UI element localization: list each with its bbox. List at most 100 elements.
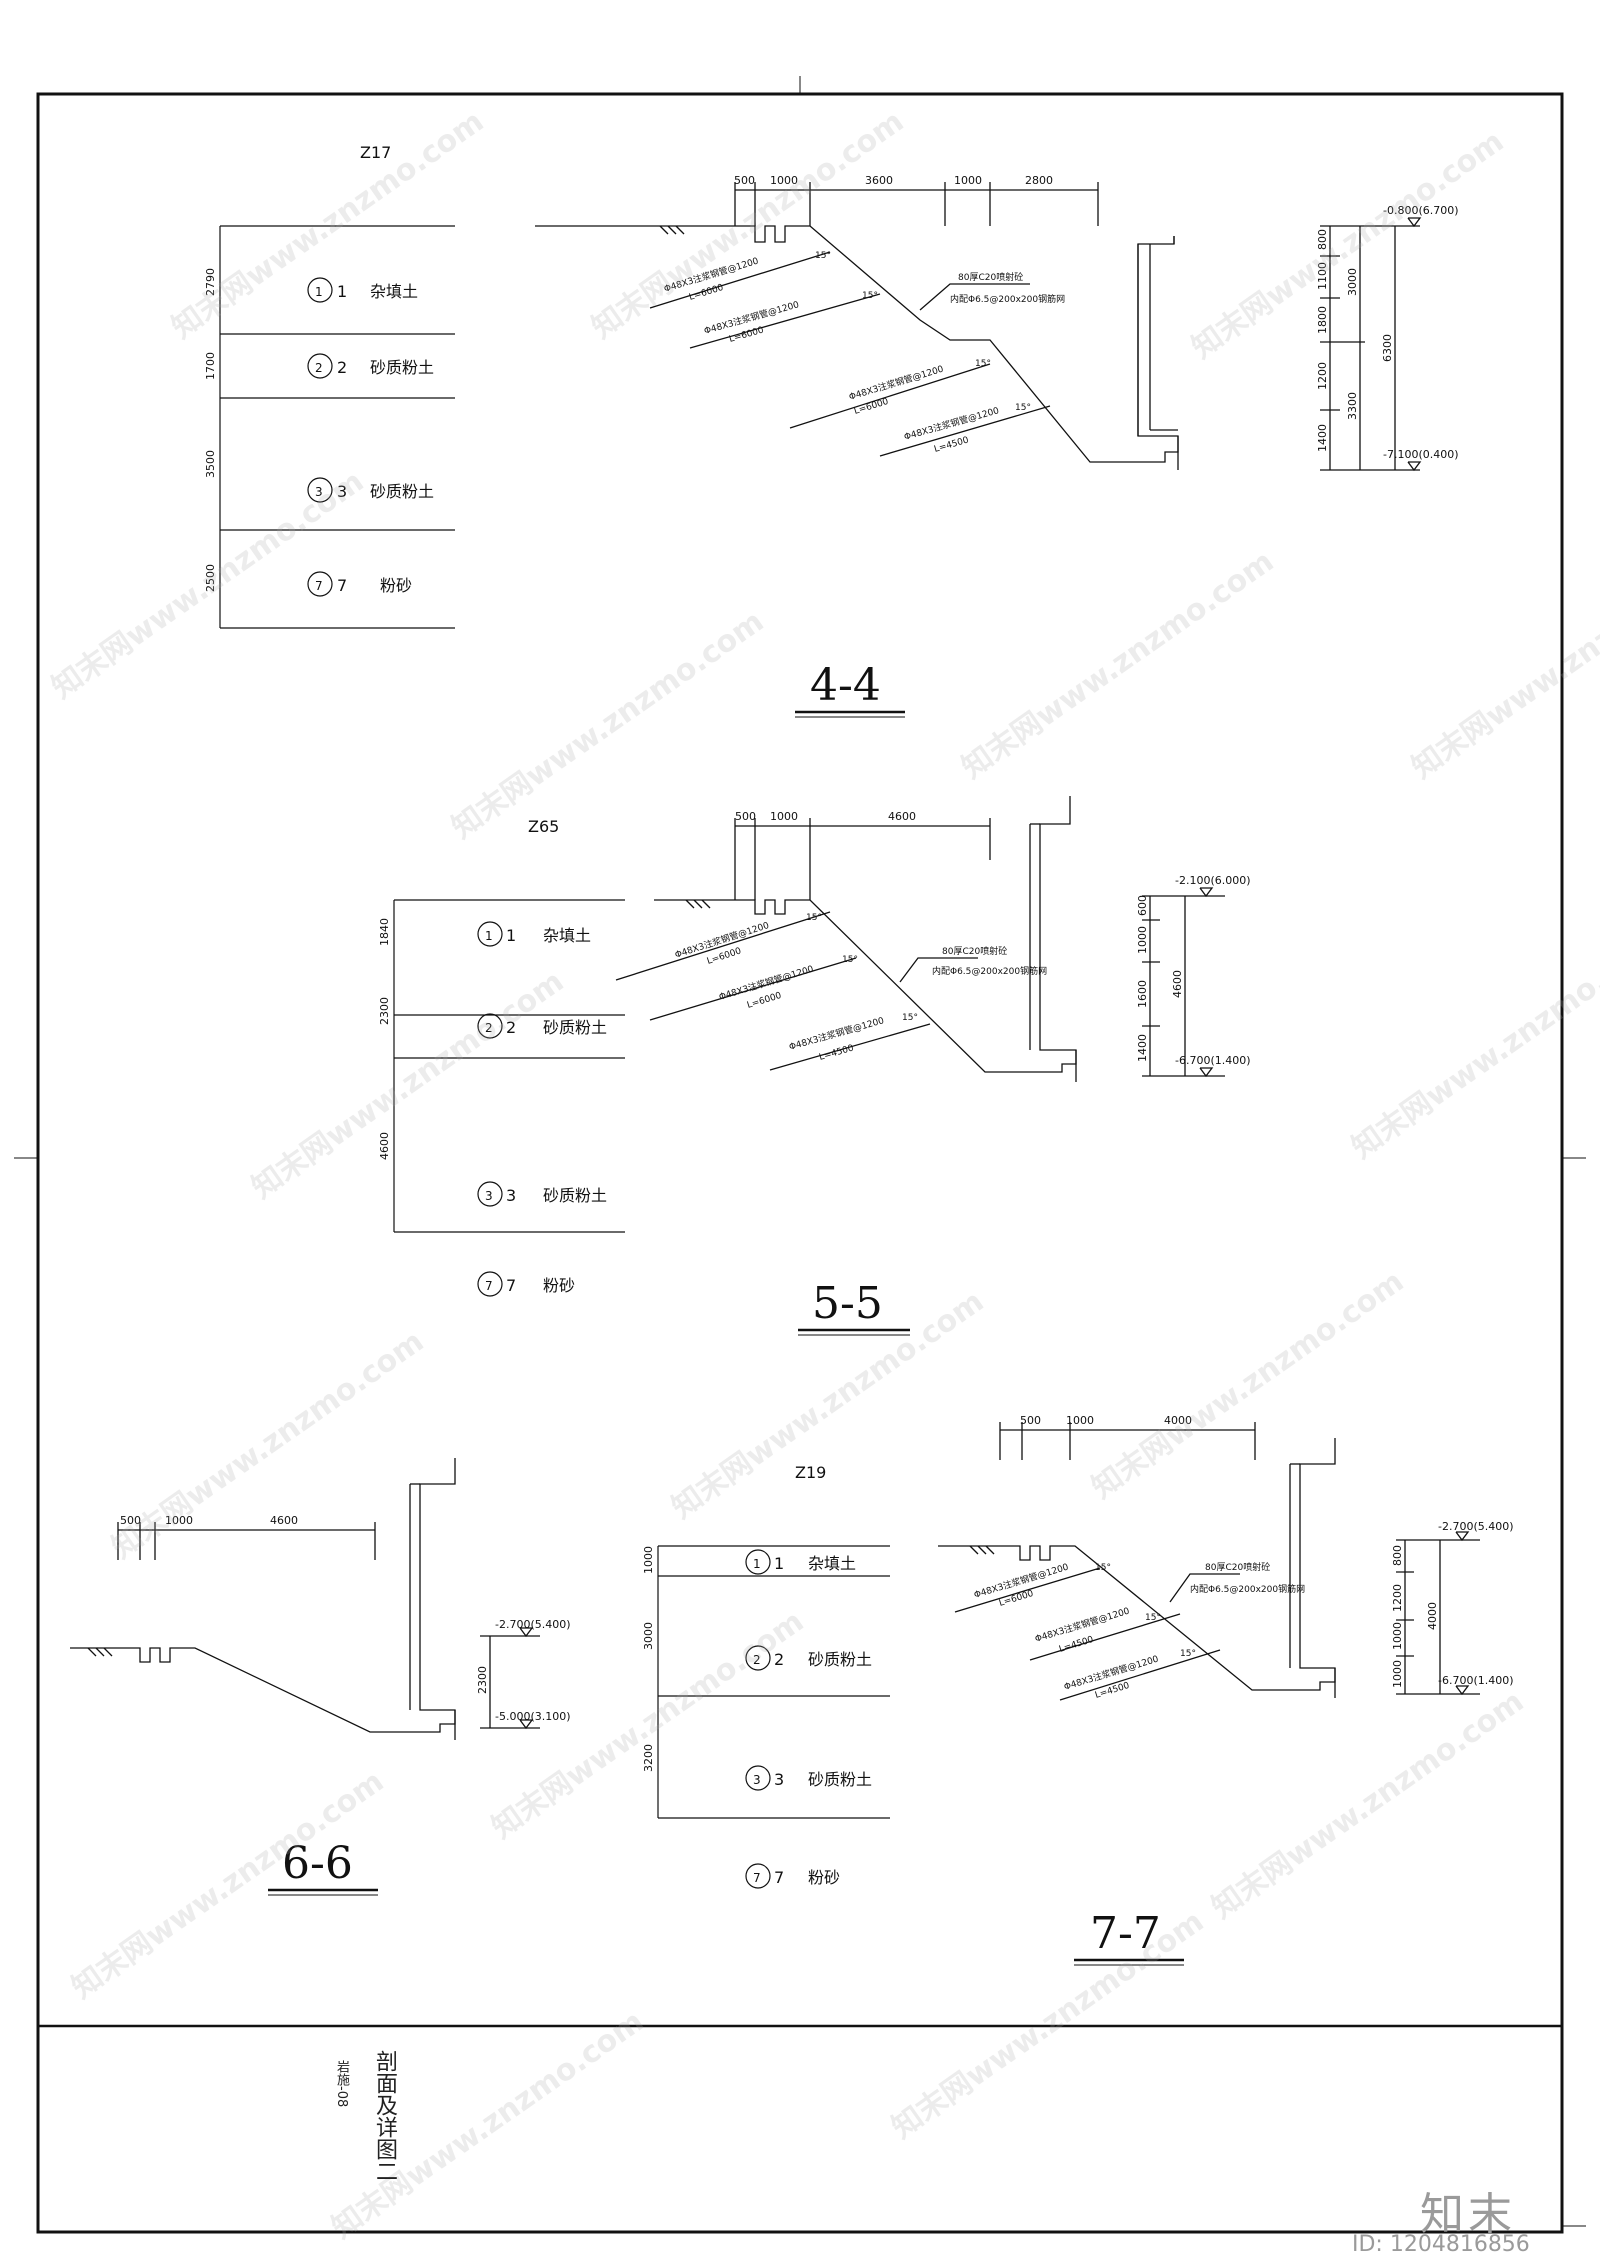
right-dim: 600 <box>1136 895 1149 916</box>
layer-suffix: 2 <box>774 1650 784 1669</box>
borehole-label: Z17 <box>360 143 391 162</box>
layer-suffix: 3 <box>337 482 347 501</box>
right-dim: 1800 <box>1316 306 1329 334</box>
nail-length: L=4500 <box>818 1043 855 1062</box>
layer-thickness: 2300 <box>378 997 391 1025</box>
layer-thickness: 4600 <box>378 1132 391 1160</box>
dim-4600: 4600 <box>270 1514 298 1527</box>
layer-name: 杂填土 <box>370 282 418 301</box>
borehole-label: Z65 <box>528 817 559 836</box>
dim-500: 500 <box>1020 1414 1041 1427</box>
dim-500: 500 <box>734 174 755 187</box>
section-5-5: Z65 1840 2300 4600 1 2 3 7 1 2 3 7 杂填土 砂… <box>378 796 1251 1336</box>
layer-number: 1 <box>315 285 323 299</box>
sheet-frame <box>14 76 1586 2234</box>
angle-label: 15° <box>902 1013 918 1023</box>
angle-label: 15° <box>1145 1613 1161 1623</box>
layer-thickness: 3200 <box>642 1744 655 1772</box>
layer-name: 砂质粉土 <box>808 1650 872 1669</box>
layer-thickness: 1000 <box>642 1546 655 1574</box>
elevation-top: -2.700(5.400) <box>495 1618 571 1631</box>
layer-suffix: 7 <box>774 1868 784 1887</box>
right-dim: 1200 <box>1391 1584 1404 1612</box>
layer-thickness: 3500 <box>204 450 217 478</box>
angle-label: 15° <box>815 251 831 261</box>
layer-suffix: 1 <box>337 282 347 301</box>
right-dim: 1400 <box>1136 1034 1149 1062</box>
layer-number: 3 <box>753 1773 761 1787</box>
dim-1000: 1000 <box>165 1514 193 1527</box>
layer-name: 砂质粉土 <box>543 1018 607 1037</box>
mid-dim: 3300 <box>1346 392 1359 420</box>
layer-thickness: 1700 <box>204 352 217 380</box>
total-dim: 4000 <box>1426 1602 1439 1630</box>
elevation-bottom: -6.700(1.400) <box>1175 1054 1251 1067</box>
right-dim: 1400 <box>1316 424 1329 452</box>
layer-name: 粉砂 <box>543 1276 575 1295</box>
layer-thickness: 2500 <box>204 564 217 592</box>
right-dim: 1000 <box>1391 1660 1404 1688</box>
nail-length: L=4500 <box>1058 1635 1095 1655</box>
right-dim: 1200 <box>1316 362 1329 390</box>
layer-thickness: 1840 <box>378 918 391 946</box>
section-7-7: Z19 1000 3000 3200 1 2 3 7 1 2 3 7 杂填土 砂… <box>642 1414 1514 1966</box>
nail-length: L=6000 <box>746 991 783 1011</box>
layer-number: 7 <box>485 1279 493 1293</box>
layer-thickness: 3000 <box>642 1622 655 1650</box>
mid-dim: 3000 <box>1346 268 1359 296</box>
layer-name: 杂填土 <box>543 926 591 945</box>
section-4-4: Z17 2790 1700 3500 2500 1 2 3 7 1 2 3 7 … <box>204 143 1459 718</box>
layer-name: 杂填土 <box>808 1554 856 1573</box>
elevation-top: -2.700(5.400) <box>1438 1520 1514 1533</box>
shotcrete-label: 80厚C20喷射砼 <box>942 945 1007 957</box>
layer-number: 2 <box>485 1021 493 1035</box>
nail-label: Φ48X3注浆钢管@1200 <box>903 404 1001 443</box>
layer-number: 7 <box>315 579 323 593</box>
layer-suffix: 1 <box>774 1554 784 1573</box>
dim-500: 500 <box>735 810 756 823</box>
elevation-bottom: -5.000(3.100) <box>495 1710 571 1723</box>
section-title: 4-4 <box>810 660 881 711</box>
mesh-label: 内配Φ6.5@200x200钢筋网 <box>1190 1583 1305 1595</box>
brand-logo: 知末 <box>1420 2189 1516 2240</box>
dim-4600: 4600 <box>888 810 916 823</box>
right-dim: 1000 <box>1136 926 1149 954</box>
sheet-title: 剖面及详图二 <box>372 2050 397 2182</box>
layer-suffix: 2 <box>337 358 347 377</box>
right-dim: 1000 <box>1391 1622 1404 1650</box>
mesh-label: 内配Φ6.5@200x200钢筋网 <box>950 293 1065 305</box>
angle-label: 15° <box>1180 1649 1196 1659</box>
total-dim: 4600 <box>1171 970 1184 998</box>
right-dim: 800 <box>1391 1545 1404 1566</box>
layer-number: 3 <box>315 485 323 499</box>
elevation-bottom: -6.700(1.400) <box>1438 1674 1514 1687</box>
right-dim: 1600 <box>1136 980 1149 1008</box>
right-dim: 1100 <box>1316 262 1329 290</box>
dim-2800: 2800 <box>1025 174 1053 187</box>
angle-label: 15° <box>842 955 858 965</box>
dim-1000: 1000 <box>1066 1414 1094 1427</box>
layer-number: 3 <box>485 1189 493 1203</box>
layer-number: 2 <box>753 1653 761 1667</box>
layer-name: 砂质粉土 <box>543 1186 607 1205</box>
elevation-bottom: -7.100(0.400) <box>1383 448 1459 461</box>
layer-number: 7 <box>753 1871 761 1885</box>
angle-label: 15° <box>862 291 878 301</box>
layer-name: 砂质粉土 <box>370 482 434 501</box>
right-dim: 800 <box>1316 229 1329 250</box>
layer-name: 粉砂 <box>808 1868 840 1887</box>
shotcrete-label: 80厚C20喷射砼 <box>958 271 1023 283</box>
layer-suffix: 2 <box>506 1018 516 1037</box>
layer-thickness: 2790 <box>204 268 217 296</box>
layer-name: 砂质粉土 <box>370 358 434 377</box>
elevation-top: -0.800(6.700) <box>1383 204 1459 217</box>
layer-suffix: 7 <box>506 1276 516 1295</box>
layer-suffix: 7 <box>337 576 347 595</box>
layer-suffix: 3 <box>774 1770 784 1789</box>
section-title: 7-7 <box>1090 1908 1161 1959</box>
dim-1000: 1000 <box>770 174 798 187</box>
borehole-label: Z19 <box>795 1463 826 1482</box>
right-dim: 2300 <box>476 1666 489 1694</box>
layer-suffix: 1 <box>506 926 516 945</box>
